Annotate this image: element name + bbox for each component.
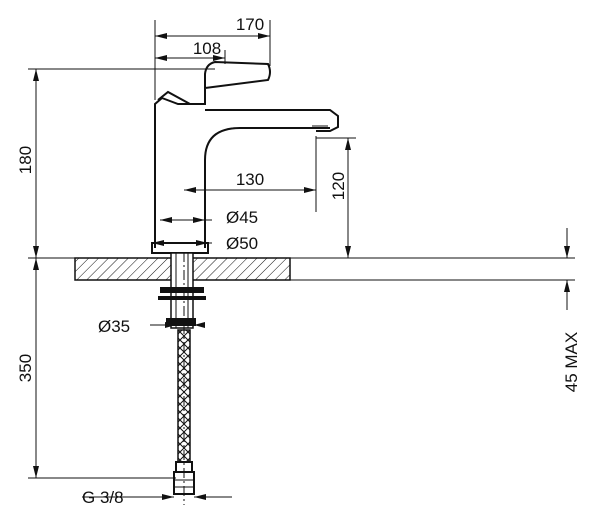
dimension-label-g-3-8: G 3/8 [82, 488, 124, 507]
dimension-spout-reach: 130 [184, 136, 317, 212]
dimension-diameter-50: Ø50 [152, 234, 258, 253]
dimension-label-180: 180 [16, 146, 35, 174]
dimension-diameter-35: Ø35 [98, 317, 205, 336]
dimension-diameter-45: Ø45 [160, 208, 258, 227]
dimension-spout-height: 120 [316, 137, 356, 258]
dimension-label-130: 130 [236, 170, 264, 189]
dimension-label-170: 170 [236, 15, 264, 34]
dimension-label-120: 120 [329, 172, 348, 200]
dimension-handle-reach: 108 [155, 39, 226, 64]
dimension-label-diameter-45: Ø45 [226, 208, 258, 227]
dimension-max-thickness: 45 MAX [562, 228, 581, 392]
dimension-label-45-max: 45 MAX [562, 332, 581, 392]
dimension-width-total: 170 [154, 15, 271, 100]
dimension-height-total: 180 [16, 68, 215, 258]
dimension-connection-thread: G 3/8 [82, 488, 232, 507]
dimension-hose-length: 350 [16, 258, 176, 479]
dimension-label-diameter-50: Ø50 [226, 234, 258, 253]
dimension-label-108: 108 [193, 39, 221, 58]
countertop [28, 257, 575, 281]
faucet-handle [157, 60, 271, 105]
dimension-label-diameter-35: Ø35 [98, 317, 130, 336]
faucet-body [154, 97, 339, 248]
mounting-hardware [158, 252, 206, 329]
dimension-label-350: 350 [16, 354, 35, 382]
